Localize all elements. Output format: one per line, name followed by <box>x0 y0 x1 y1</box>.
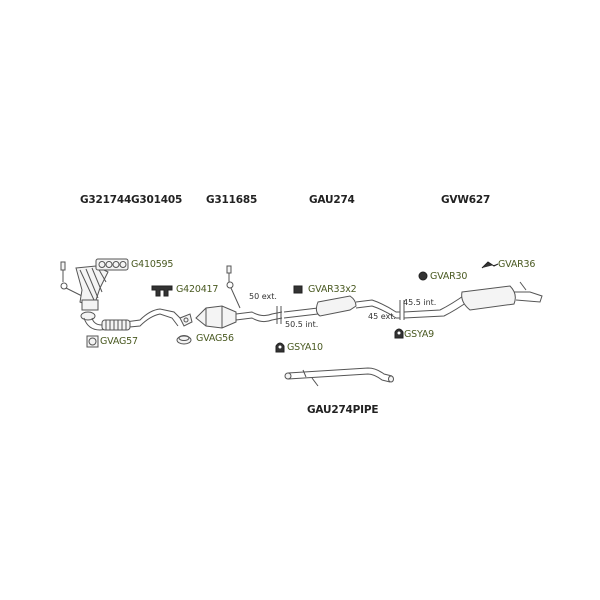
accessory-label-gvar36[interactable]: GVAR36 <box>498 259 536 270</box>
clamp-icon <box>394 328 404 339</box>
flange-joint-icon <box>179 313 193 327</box>
dimension-label: 50 ext. <box>249 292 277 301</box>
accessory-label-gvar30[interactable]: GVAR30 <box>430 271 468 282</box>
front-pipe-icon <box>80 308 183 331</box>
part-number-repair-pipe[interactable]: GAU274PIPE <box>307 404 379 416</box>
flange-gasket-icon <box>151 285 173 297</box>
accessory-label-g420417[interactable]: G420417 <box>176 284 219 295</box>
repair-pipe-icon <box>284 367 394 387</box>
manifold-gasket-icon <box>95 258 129 271</box>
accessory-label-gvag56[interactable]: GVAG56 <box>196 333 234 344</box>
square-gasket-icon <box>86 335 99 348</box>
ring-gasket-icon <box>176 335 192 345</box>
part-number-front-pipe[interactable]: G301405 <box>131 194 183 206</box>
rubber-hanger-icon <box>418 271 428 281</box>
accessory-label-gvag57[interactable]: GVAG57 <box>100 336 138 347</box>
center-pipe-icon <box>283 295 400 319</box>
dimension-label: 50.5 int. <box>285 320 319 329</box>
part-number-manifold[interactable]: G321744 <box>80 194 132 206</box>
hanger-bracket-icon <box>481 261 499 269</box>
part-number-center-pipe[interactable]: GAU274 <box>309 194 355 206</box>
exhaust-manifold-icon <box>75 265 109 311</box>
rubber-mount-icon <box>293 285 303 294</box>
accessory-label-gsya10[interactable]: GSYA10 <box>287 342 323 353</box>
accessory-label-gsya9[interactable]: GSYA9 <box>404 329 435 340</box>
part-number-rear-silencer[interactable]: GVW627 <box>441 194 491 206</box>
lambda-sensor-icon <box>226 265 241 309</box>
rear-silencer-icon <box>403 281 543 319</box>
catalytic-converter-icon <box>195 305 283 329</box>
dimension-label: 45 ext. <box>368 312 396 321</box>
accessory-label-g410595[interactable]: G410595 <box>131 259 174 270</box>
lambda-sensor-icon <box>60 261 83 297</box>
clamp-icon <box>275 342 285 353</box>
part-number-catalyst[interactable]: G311685 <box>206 194 258 206</box>
accessory-label-gvar33x2[interactable]: GVAR33x2 <box>308 284 357 295</box>
dimension-label: 45.5 int. <box>403 298 437 307</box>
